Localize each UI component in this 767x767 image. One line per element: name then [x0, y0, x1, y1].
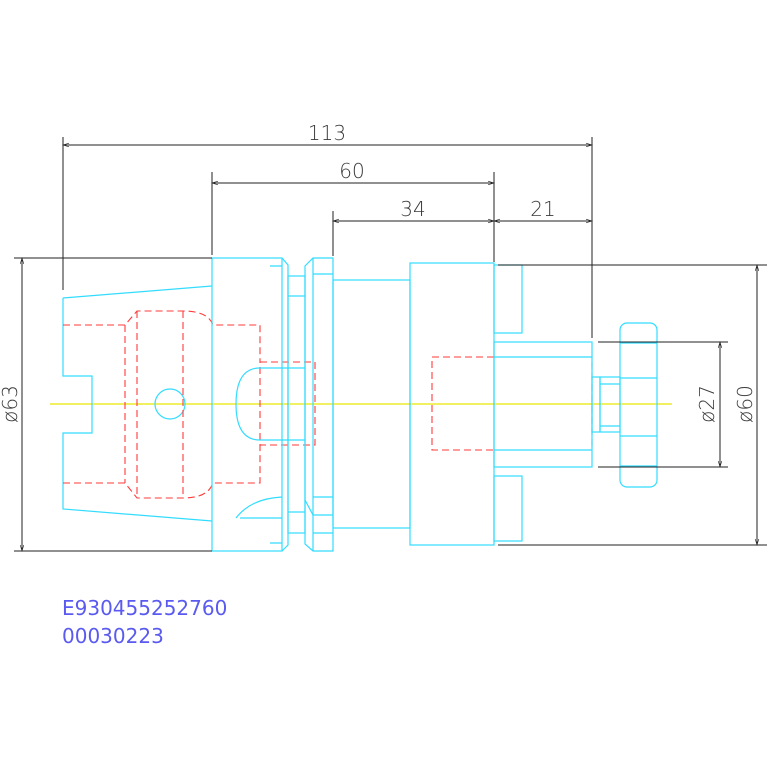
dimension-dia-27-label: ø27 — [695, 385, 719, 423]
flange — [211, 257, 305, 552]
top-lug — [493, 264, 523, 334]
collet-nose — [493, 341, 621, 468]
dimension-113: 113 — [61, 121, 594, 338]
dimension-dia-27: ø27 — [598, 340, 728, 469]
dimension-21: 21 — [492, 197, 594, 224]
dimension-dia-60: ø60 — [498, 263, 767, 547]
dimension-34: 34 — [331, 197, 496, 256]
part-code-label: E930455252760 — [62, 596, 227, 620]
bottom-lug — [493, 475, 523, 542]
drive-slot — [235, 367, 261, 441]
dimension-dia-60-label: ø60 — [733, 385, 757, 423]
dimension-dia-63: ø63 — [0, 256, 212, 553]
dimension-113-label: 113 — [308, 121, 346, 145]
dimension-21-label: 21 — [530, 197, 555, 221]
dimension-60-label: 60 — [339, 159, 364, 183]
dimension-60: 60 — [210, 159, 496, 262]
orientation-notch — [235, 496, 283, 519]
cross-hole — [154, 388, 186, 420]
clamping-nut — [619, 322, 658, 488]
part-number-label: 00030223 — [62, 624, 164, 648]
collar — [304, 257, 334, 552]
taper-section — [62, 285, 213, 522]
dimension-34-label: 34 — [400, 197, 425, 221]
dimension-dia-63-label: ø63 — [0, 385, 22, 423]
